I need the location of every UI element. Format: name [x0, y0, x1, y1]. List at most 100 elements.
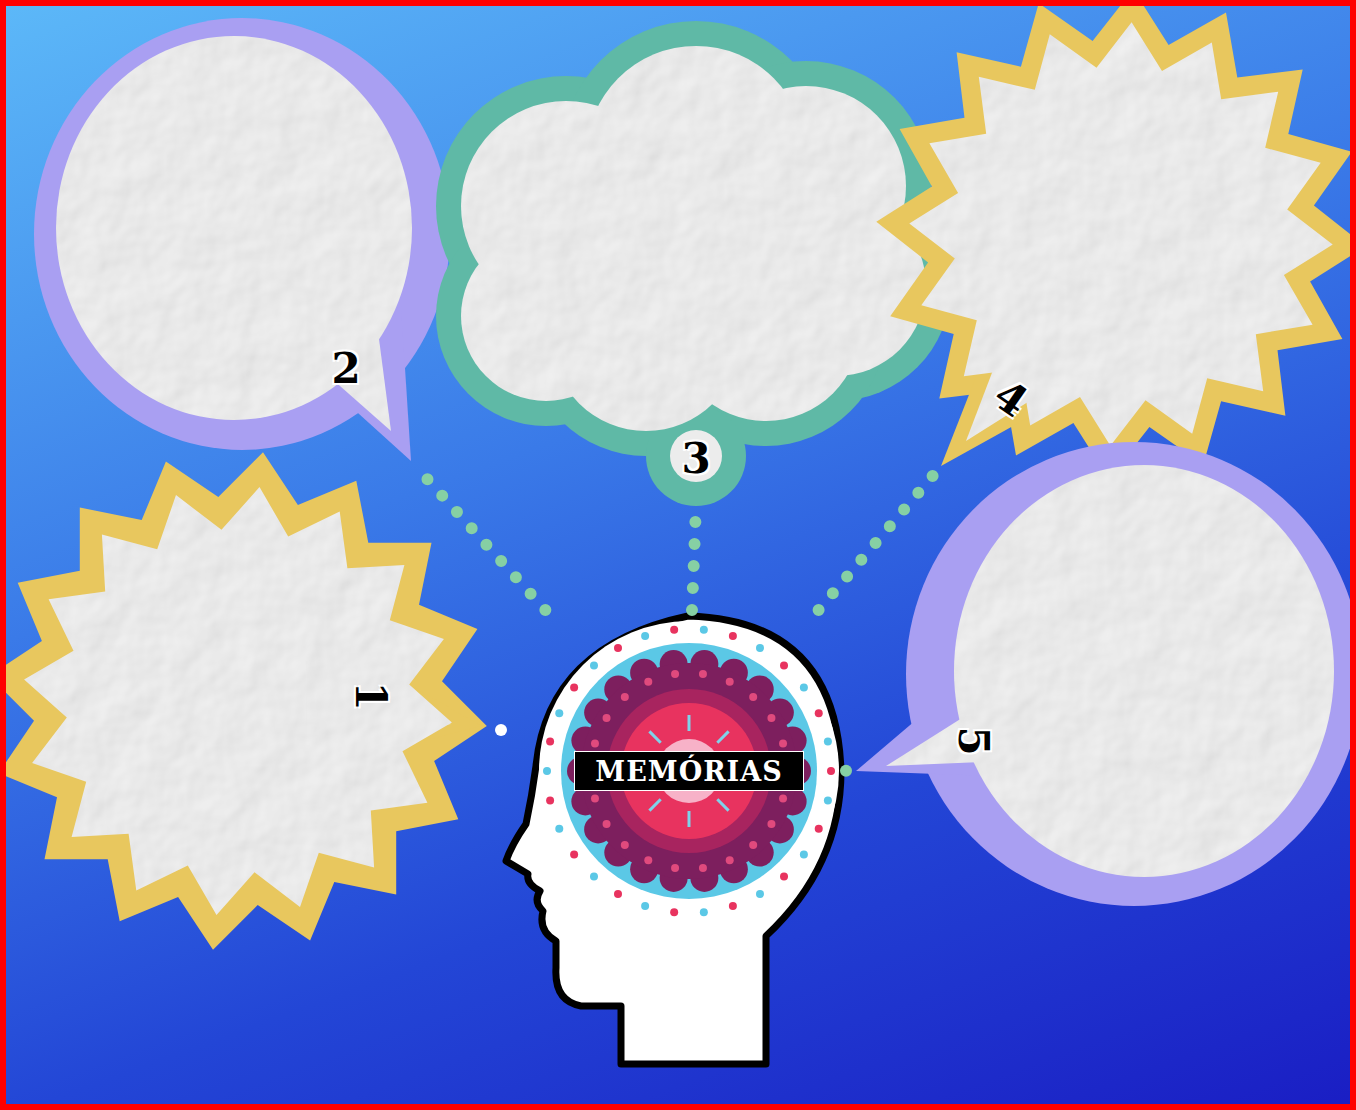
mandala-dot: [815, 825, 823, 833]
cloud-small: [670, 430, 722, 482]
burst-outline: [876, 0, 1356, 479]
mandala-ray: [717, 799, 728, 810]
mandala-dot: [780, 873, 788, 881]
mandala-dot: [699, 864, 707, 872]
mandala-dot: [644, 856, 652, 864]
mandala-dot: [603, 820, 611, 828]
callout-number: 5: [949, 716, 999, 766]
mandala-dot: [779, 795, 787, 803]
mandala-dot: [749, 841, 757, 849]
mandala-dot: [756, 644, 764, 652]
paper-tail: [886, 706, 1006, 766]
paper-tail: [306, 316, 391, 431]
dotted-line: [846, 765, 851, 777]
mandala-dot: [543, 767, 551, 775]
mandala-dot: [570, 684, 578, 692]
mandala-dot: [800, 850, 808, 858]
dotted-connector: [488, 727, 501, 730]
speech-bubble: 2: [34, 16, 454, 468]
mandala-dot: [614, 890, 622, 898]
mandala-dot: [570, 850, 578, 858]
speech-bubble: 5: [851, 444, 1356, 914]
mandala-base: [539, 621, 839, 921]
paper-tail: [966, 336, 1061, 441]
mandala-dot: [670, 626, 678, 634]
callout-number: 2: [321, 343, 371, 393]
mandala-dot: [546, 797, 554, 805]
mandala-dot: [700, 626, 708, 634]
mandala-dot: [591, 739, 599, 747]
mandala-dot: [729, 902, 737, 910]
memory-head: MEMÓRIAS: [501, 610, 846, 1068]
mandala-ring: [561, 643, 817, 899]
mandala-dot: [767, 714, 775, 722]
paper-cloud: [626, 156, 826, 356]
mandala-ray: [688, 811, 691, 827]
paper-burst: [24, 487, 452, 915]
dotted-line: [692, 509, 696, 610]
node-shape: [851, 444, 1356, 914]
mandala-dot: [815, 709, 823, 717]
mandala-dot: [780, 661, 788, 669]
paper-tail: [306, 661, 451, 746]
mandala-dot: [670, 908, 678, 916]
mandala-dot: [591, 795, 599, 803]
node-shape: [501, 610, 846, 1068]
mandala-dot: [726, 856, 734, 864]
dotted-connector: [692, 509, 696, 610]
mandala-ray: [688, 715, 691, 731]
mandala-dot: [726, 678, 734, 686]
mandala-dot: [700, 908, 708, 916]
burst-outline: [0, 452, 487, 950]
mandala-ray: [717, 731, 728, 742]
mandala-dot: [767, 820, 775, 828]
mandala-dot: [621, 693, 629, 701]
mandala-dot: [555, 825, 563, 833]
speech-bubble: 1: [14, 446, 488, 956]
mandala-dot: [641, 632, 649, 640]
bubble-outline: [906, 442, 1356, 906]
mandala-dot: [827, 767, 835, 775]
mandala-dot: [824, 797, 832, 805]
mandala-dot: [546, 737, 554, 745]
dotted-line: [488, 727, 501, 730]
head-silhouette: [506, 616, 841, 1064]
callout-number: 1: [346, 671, 396, 721]
paper-bubble: [954, 465, 1334, 877]
node-shape: [14, 446, 488, 956]
mandala-dot: [641, 902, 649, 910]
mandala-ray: [649, 731, 660, 742]
mandala-dot: [555, 709, 563, 717]
mandala-dot: [824, 737, 832, 745]
mandala-dot: [603, 714, 611, 722]
dotted-line: [417, 468, 545, 610]
mandala-dot: [671, 864, 679, 872]
center-label: MEMÓRIAS: [574, 751, 804, 791]
mandala-dot: [590, 873, 598, 881]
paper-burst: [909, 22, 1332, 445]
dotted-connector: [417, 468, 545, 610]
mandala-dot: [699, 670, 707, 678]
speech-bubble: 4: [884, 24, 1356, 472]
dotted-connector: [846, 770, 851, 771]
mandala-dot: [614, 644, 622, 652]
dotted-line: [819, 472, 936, 610]
mandala-dot: [800, 684, 808, 692]
connector-layer: [6, 6, 1356, 1110]
paper-bubble: [56, 36, 412, 420]
mandala-dot: [729, 632, 737, 640]
mandala-dot: [749, 693, 757, 701]
speech-bubble: 3: [454, 54, 924, 509]
mandala-dot: [756, 890, 764, 898]
mandala-dot: [644, 678, 652, 686]
mandala-ray: [649, 799, 660, 810]
mandala-dot: [671, 670, 679, 678]
dotted-connector: [819, 472, 936, 610]
node-shape: [34, 16, 454, 468]
mandala-dot: [621, 841, 629, 849]
mandala-dot: [590, 661, 598, 669]
callout-number: 3: [671, 433, 721, 483]
mandala-dot: [779, 739, 787, 747]
node-shape: [884, 24, 1356, 472]
